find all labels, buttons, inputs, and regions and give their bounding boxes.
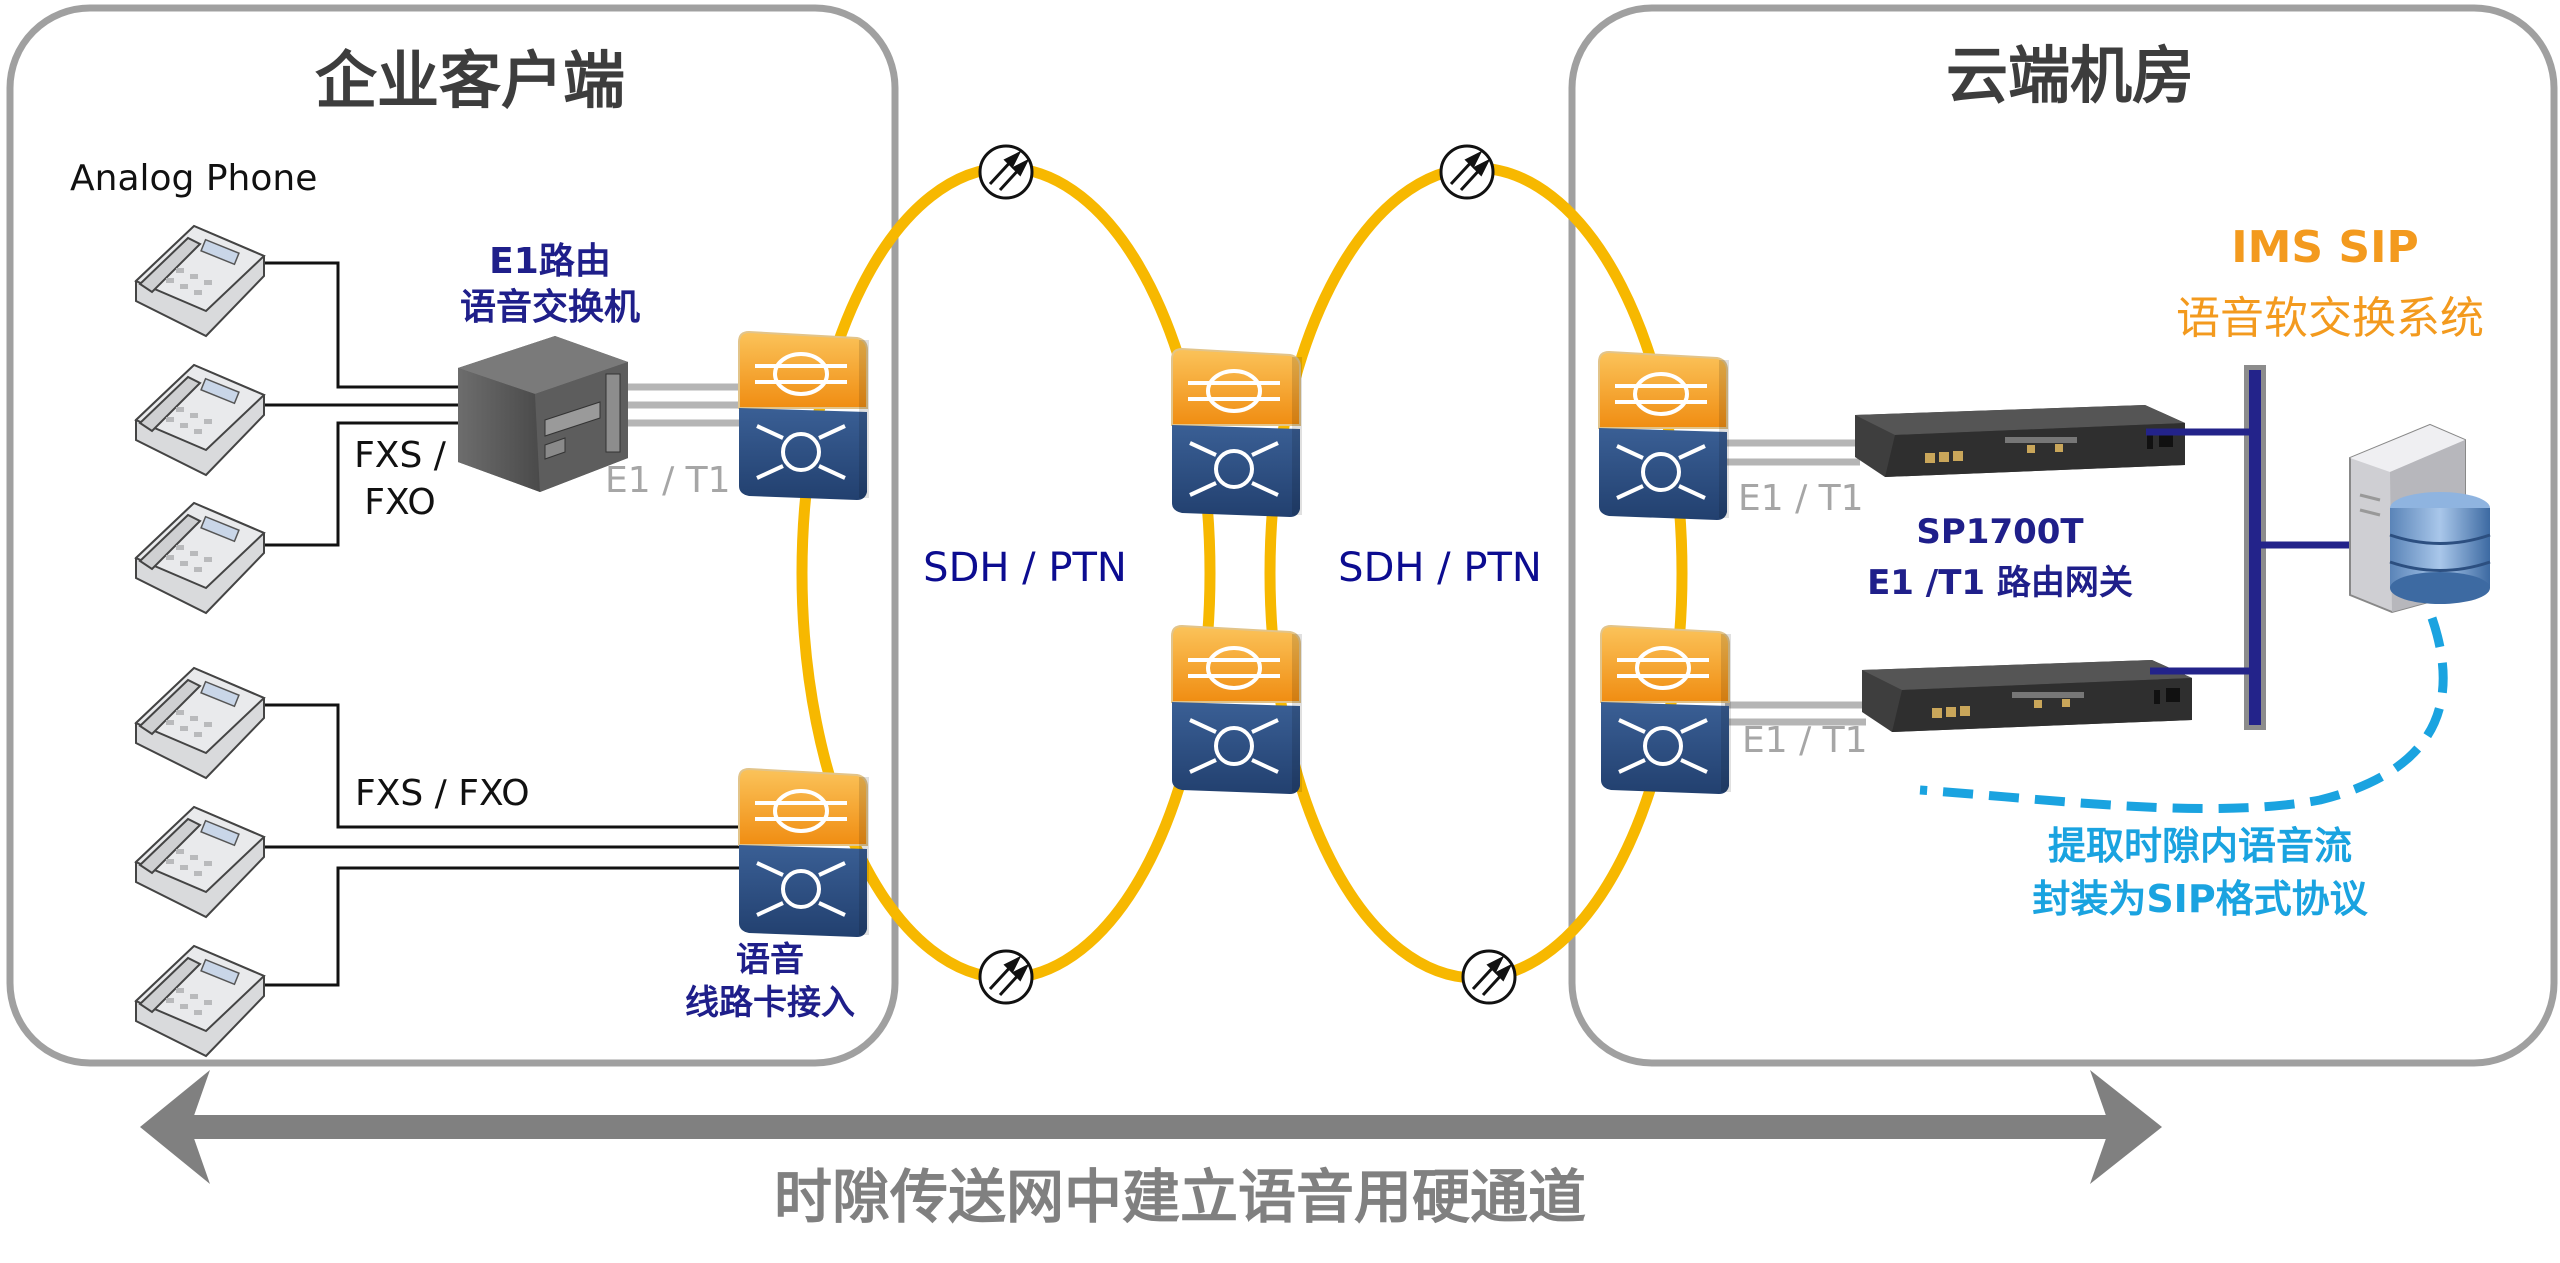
fxs-fxo-label-top-2: FXO [364, 482, 436, 523]
hard-channel-arrow [140, 1070, 2162, 1184]
softswitch-label: 语音软交换系统 [2176, 293, 2484, 344]
sdh-mux-icon [737, 767, 871, 939]
pbx-server-icon [458, 336, 628, 492]
sdh-mux-icon [1170, 347, 1304, 519]
e1-router-label-1: E1路由 [489, 241, 611, 282]
phone-wires-bottom [262, 703, 740, 987]
e1t1-label-left: E1 / T1 [605, 460, 731, 501]
gateway-desc-label: E1 /T1 路由网关 [1867, 563, 2133, 603]
e1t1-label-right-top: E1 / T1 [1738, 478, 1864, 519]
fxs-fxo-label-bottom: FXS / FXO [355, 773, 530, 814]
phone-wires-top [262, 261, 460, 547]
panel-enterprise-title: 企业客户端 [314, 44, 625, 117]
extract-label-2: 封装为SIP格式协议 [2032, 877, 2368, 921]
ring-label-right: SDH / PTN [1338, 545, 1542, 591]
e1-gateway-icon [1855, 405, 2185, 477]
voice-card-label-2: 线路卡接入 [685, 983, 855, 1023]
optical-repeater-icon [1439, 144, 1495, 200]
sdh-mux-icon [1599, 624, 1733, 796]
e1t1-links-left [622, 383, 740, 427]
gateway-model-label: SP1700T [1916, 512, 2084, 552]
e1t1-links-right [1725, 439, 1866, 726]
bottom-caption: 时隙传送网中建立语音用硬通道 [773, 1163, 1586, 1231]
extract-label-1: 提取时隙内语音流 [2047, 824, 2352, 868]
fxs-fxo-label-top-1: FXS / [354, 435, 446, 476]
panel-cloud-title: 云端机房 [1945, 39, 2194, 112]
database-server-icon [2349, 423, 2491, 614]
sdh-mux-icon [1597, 350, 1731, 522]
e1t1-label-right-bottom: E1 / T1 [1742, 720, 1868, 761]
ims-sip-label: IMS SIP [2231, 222, 2419, 273]
sdh-mux-icon [737, 330, 871, 502]
ethernet-bus [2146, 365, 2360, 730]
sip-encapsulation-path [1919, 616, 2448, 814]
panel-cloud [1568, 4, 2558, 1067]
optical-repeater-icon [1461, 949, 1517, 1005]
sdh-mux-icon [1170, 624, 1304, 796]
ring-label-left: SDH / PTN [923, 545, 1127, 591]
optical-repeater-icon [978, 949, 1034, 1005]
voice-card-label-1: 语音 [736, 940, 804, 980]
e1-router-label-2: 语音交换机 [459, 287, 640, 328]
e1-gateway-icon [1862, 660, 2192, 732]
optical-repeater-icon [978, 144, 1034, 200]
analog-phone-label: Analog Phone [70, 158, 318, 199]
